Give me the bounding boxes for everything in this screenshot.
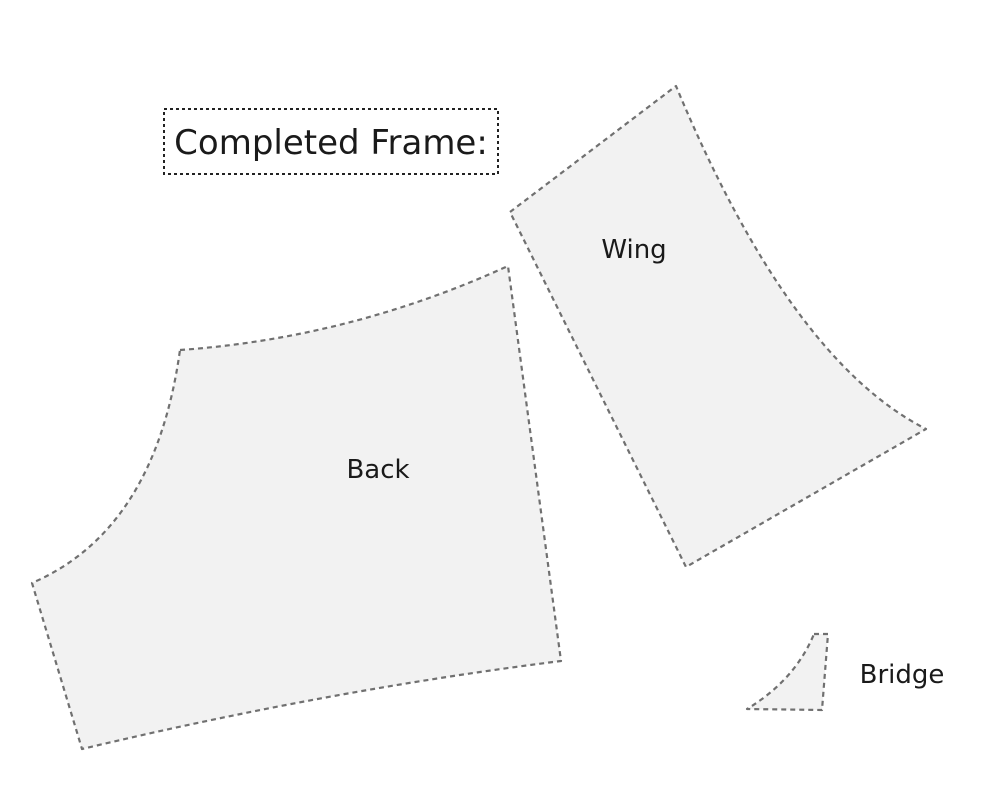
- back-piece-label: Back: [346, 455, 409, 485]
- wing-piece: Wing: [508, 84, 928, 569]
- back-piece-outline: [30, 264, 563, 751]
- bridge-piece-outline: [745, 632, 830, 712]
- wing-piece-outline: [508, 84, 928, 569]
- wing-piece-label: Wing: [601, 235, 666, 265]
- title-box: [163, 108, 499, 175]
- bridge-piece-label: Bridge: [860, 660, 945, 690]
- back-piece: Back: [30, 264, 563, 751]
- title-text: Completed Frame:: [174, 123, 488, 163]
- title-group: Completed Frame:: [163, 108, 499, 175]
- bridge-piece: Bridge: [745, 632, 945, 712]
